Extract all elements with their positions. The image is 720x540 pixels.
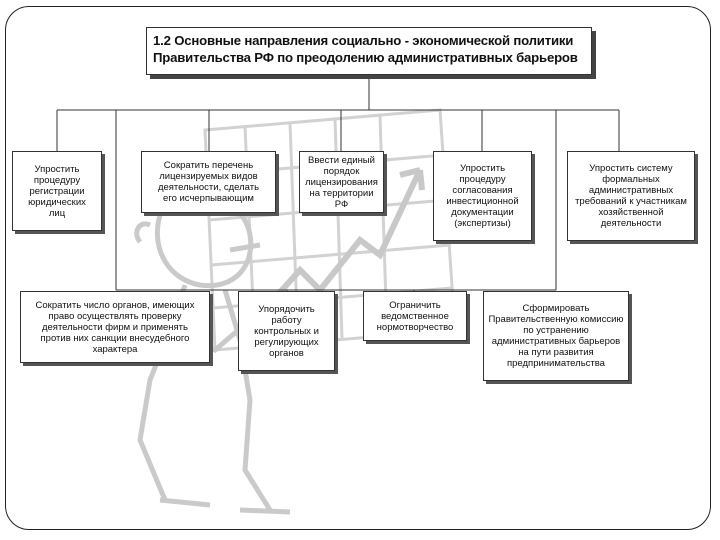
box-simplify-investment-approval: Упростить процедуру согласования инвести…	[433, 151, 532, 241]
cartoon-man-icon	[134, 196, 291, 515]
growth-arrow-icon	[252, 168, 423, 323]
diagram-title: 1.2 Основные направления социально - эко…	[146, 27, 592, 75]
connector-lines	[56, 75, 620, 291]
slide-frame	[5, 6, 711, 530]
box-simplify-registration: Упростить процедуру регистрации юридичес…	[12, 151, 102, 231]
box-organize-control-bodies: Упорядочить работу контрольных и регулир…	[238, 291, 335, 371]
box-limit-departmental-rulemaking: Ограничить ведомственное нормотворчество	[363, 291, 467, 341]
box-simplify-formal-requirements: Упростить систему формальных администрат…	[567, 151, 695, 241]
box-form-government-commission: Сформировать Правительственную комиссию …	[483, 291, 629, 381]
box-reduce-inspecting-bodies: Сократить число органов, имеющих право о…	[20, 291, 210, 363]
box-reduce-licensing-list: Сократить перечень лицензируемых видов д…	[141, 151, 276, 213]
box-unified-licensing: Ввести единый порядок лицензирования на …	[299, 151, 384, 213]
